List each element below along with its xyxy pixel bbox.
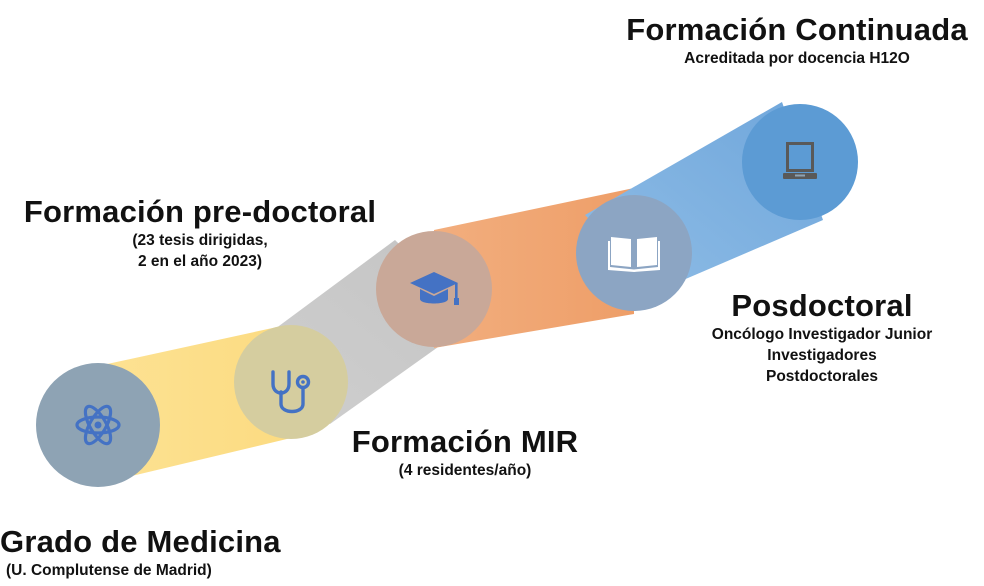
stage-label-predoc: Formación pre-doctoral (23 tesis dirigid… [0,194,400,272]
stage-circle-mir [234,325,348,439]
open-book-icon [608,237,660,272]
stage-label-grado: Grado de Medicina (U. Complutense de Mad… [0,524,310,581]
stage-circle-posdoc [576,195,692,311]
stethoscope-icon [271,370,311,414]
stage-subtitle: (23 tesis dirigidas, [132,232,268,249]
stage-subtitle: (U. Complutense de Madrid) [6,562,212,579]
stage-subtitle: Acreditada por docencia H12O [684,50,910,67]
stage-subtitle: (4 residentes/año) [398,462,532,479]
stage-subtitle: Oncólogo Investigador Junior [711,326,933,343]
stage-title: Formación Continuada [626,12,968,47]
stage-label-continuada: Formación Continuada Acreditada por doce… [610,12,984,69]
stage-subtitle: Investigadores [767,347,877,364]
graduation-cap-icon [410,272,459,305]
stage-subtitle: Postdoctorales [766,368,878,385]
laptop-icon [783,142,817,179]
stage-label-mir: Formación MIR (4 residentes/año) [330,424,600,481]
stage-title: Formación MIR [351,424,579,459]
stage-title: Formación pre-doctoral [23,194,377,229]
stage-label-posdoc: Posdoctoral Oncólogo Investigador Junior… [660,288,984,387]
stage-subtitle: 2 en el año 2023) [137,253,263,270]
atom-icon [75,404,121,446]
stage-title: Posdoctoral [731,288,913,323]
stage-title: Grado de Medicina [0,524,281,559]
